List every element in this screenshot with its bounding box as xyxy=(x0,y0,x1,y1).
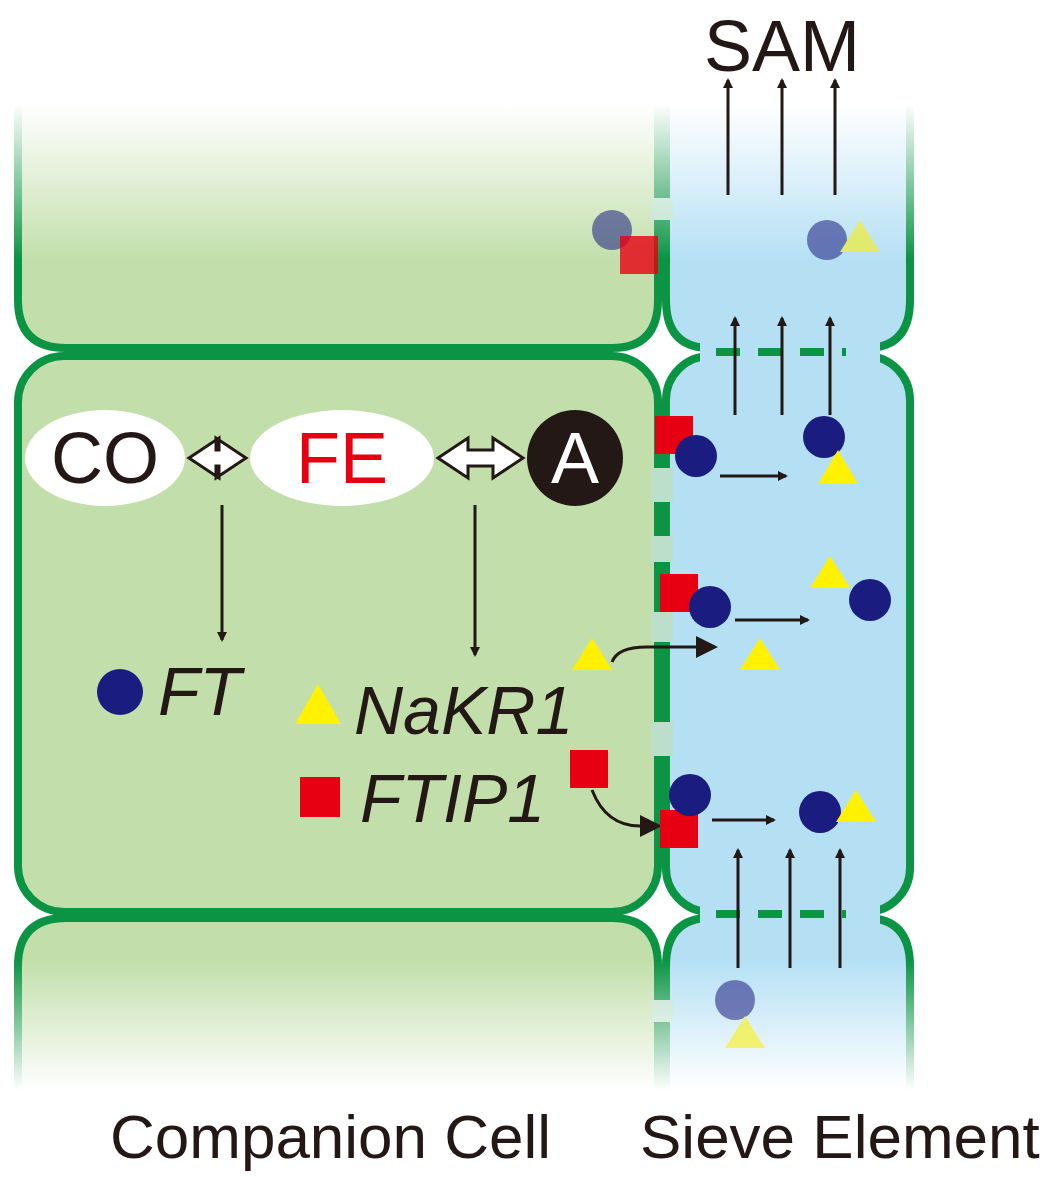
flow-arrows xyxy=(720,475,786,478)
flow-arrows xyxy=(612,647,714,662)
plasmodesmata xyxy=(651,722,673,756)
molecules xyxy=(715,980,755,1020)
molecules xyxy=(840,220,880,252)
sieve-plate xyxy=(716,910,846,918)
companion-cells xyxy=(18,356,658,912)
region-label: SAM xyxy=(704,10,860,82)
flow-arrows xyxy=(592,790,658,826)
flow-arrows xyxy=(839,850,842,968)
region-label: Companion Cell xyxy=(110,1106,551,1168)
flow-arrows xyxy=(712,819,774,822)
molecules xyxy=(818,450,858,484)
protein-ellipse: CO xyxy=(25,410,185,506)
molecules xyxy=(669,774,711,816)
plasmodesmata xyxy=(651,612,673,642)
sieve-elements xyxy=(666,356,910,912)
molecules xyxy=(807,220,847,260)
flow-arrows xyxy=(734,318,737,415)
molecules xyxy=(675,435,717,477)
legend-swatch-shape xyxy=(97,669,143,715)
legend-label: FT xyxy=(158,657,241,725)
molecules xyxy=(592,210,880,1048)
fade-bottom xyxy=(0,960,1056,1177)
molecules xyxy=(570,750,608,788)
protein-ellipse: FE xyxy=(250,410,434,506)
flow-arrows xyxy=(474,505,477,655)
plasmodesmata xyxy=(651,536,673,562)
molecules xyxy=(799,791,841,833)
molecules xyxy=(572,638,612,670)
node-label: CO xyxy=(51,422,159,494)
molecules xyxy=(570,210,891,1048)
node-label: FE xyxy=(296,422,388,494)
interaction-arrow xyxy=(189,438,246,478)
flow-arrows xyxy=(834,80,837,195)
molecules xyxy=(740,638,780,670)
flow-arrows xyxy=(727,80,730,195)
molecules xyxy=(620,236,658,274)
legend-swatch-shape xyxy=(295,684,341,724)
molecules xyxy=(725,1016,765,1048)
legend-swatch xyxy=(294,771,346,823)
molecules xyxy=(689,586,731,628)
legend-label: FTIP1 xyxy=(360,764,545,832)
flow-arrows xyxy=(781,80,784,195)
node-label: A xyxy=(551,422,599,494)
flow-arrows xyxy=(829,318,832,415)
flow-arrows xyxy=(221,505,224,640)
interaction-arrow xyxy=(438,438,523,478)
molecules xyxy=(849,579,891,621)
protein-ellipse: A xyxy=(527,410,623,506)
sieve-elements xyxy=(700,330,880,380)
legend-swatch xyxy=(94,666,146,718)
legend-swatch-shape xyxy=(300,777,340,817)
flow-arrows xyxy=(735,619,808,622)
flow-arrows xyxy=(737,850,740,968)
molecules xyxy=(836,790,876,822)
legend-swatch xyxy=(292,680,344,732)
plasmodesmata xyxy=(651,468,673,502)
sieve-plate xyxy=(716,352,846,914)
flow-arrows xyxy=(222,80,840,968)
legend-label: NaKR1 xyxy=(354,676,573,744)
flow-arrows xyxy=(789,850,792,968)
fade-top xyxy=(0,0,1056,260)
flow-arrows xyxy=(781,318,784,415)
molecules xyxy=(810,556,850,588)
region-label: Sieve Element xyxy=(640,1106,1040,1168)
